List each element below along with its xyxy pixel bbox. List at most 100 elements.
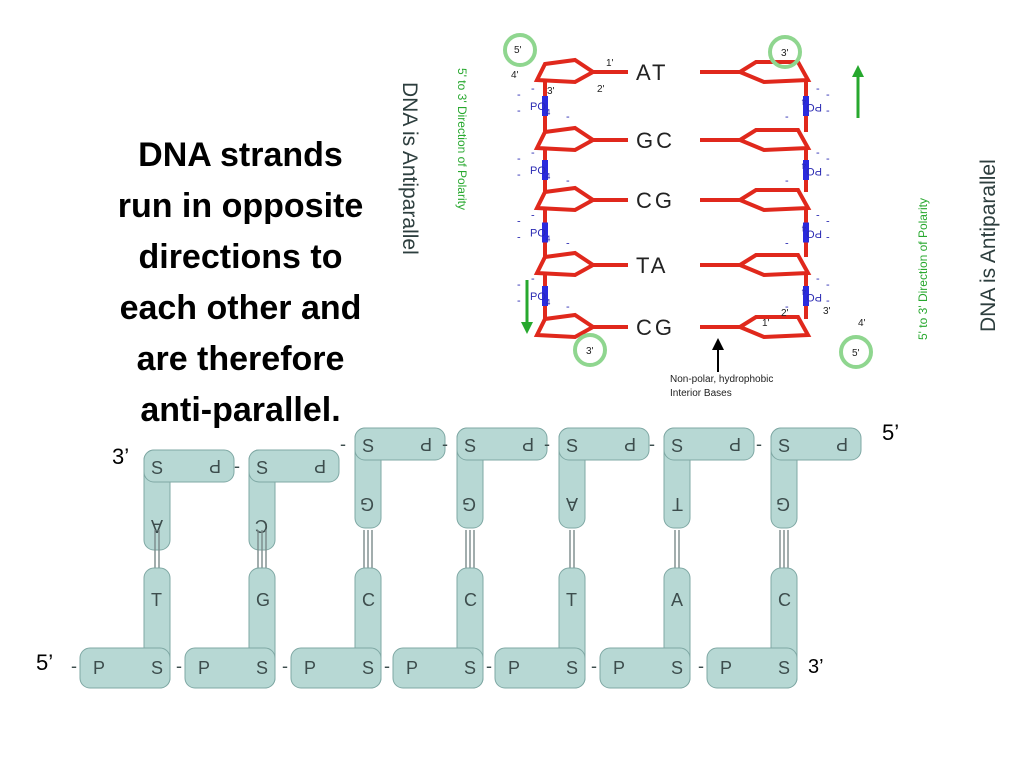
bottom-backbone-block [79,647,171,689]
left-charge-sign: - [517,105,521,117]
top-sugar-label: S [151,458,163,478]
top-base-label: T [672,494,683,514]
left-antiparallel-title: DNA is Antiparallel [398,82,421,255]
bottom-link-dash: - [698,656,704,676]
bottom-phosphate-label: P [93,658,105,678]
top-phosphate-label: P [209,456,221,476]
top-sugar-label: S [256,458,268,478]
right-phosphate-bond [803,160,809,180]
carbon-prime-label: 2' [781,308,789,319]
bottom-base-label: T [566,590,577,610]
left-charge-sign: - [566,175,570,187]
bottom-sugar-label: S [566,658,578,678]
right-charge-sign: - [785,238,789,250]
right-sugar-ring [735,188,812,213]
carbon-prime-label: 4' [858,318,866,329]
left-sugar-ring [533,125,597,153]
bottom-base-label: C [464,590,477,610]
right-phosphate-label: PO4 [801,224,822,240]
bottom-link-dash: - [384,656,390,676]
top-phosphate-label: P [522,434,534,454]
left-charge-sign: - [517,169,521,181]
top-phosphate-label: P [836,434,848,454]
bottom-phosphate-label: P [198,658,210,678]
right-phosphate-subscript: 4 [801,162,806,171]
top-backbone-block [354,427,446,461]
left-phosphate-bond [542,222,548,243]
right-charge-sign: - [785,301,789,313]
carbon-prime-label: 3' [586,346,594,357]
right-sugar-ring [735,315,812,340]
left-phosphate-label: PO4 [530,101,551,117]
right-charge-sign: - [826,279,830,291]
right-sugar-ring [735,60,812,85]
top-base-label: G [462,494,476,514]
headline-line: anti-parallel. [140,391,341,429]
bottom-sugar-label: S [151,658,163,678]
carbon-prime-label: 3' [823,306,831,317]
bottom-base-label: C [778,590,791,610]
left-charge-sign: - [517,216,521,228]
left-phosphate-bond [542,160,548,180]
right-phosphate-subscript: 4 [801,288,806,297]
right-sugar-ring [735,253,812,278]
base-pair-label: CG [636,315,675,340]
right-charge-sign: - [826,169,830,181]
left-sugar-ring [533,250,597,278]
top-backbone-block [558,427,650,461]
top-backbone-block [770,427,862,461]
note-line-2: Interior Bases [670,388,732,399]
bottom-backbone-block [494,647,586,689]
top-base-label: A [566,494,578,514]
left-charge-sign: - [517,153,521,165]
top-sugar-label: S [778,436,790,456]
bottom-backbone-block [706,647,798,689]
carbon-prime-label: 3' [547,86,555,97]
left-polarity-label: 5' to 3' Direction of Polarity [455,68,469,210]
left-phosphate-label: PO4 [530,291,551,307]
right-phosphate-subscript: 4 [801,98,806,107]
bottom-sugar-label: S [671,658,683,678]
top-backbone-block [663,427,755,461]
left-phosphate-label: PO4 [530,228,551,244]
carbon-prime-label: 1' [762,318,770,329]
bottom-link-dash: - [486,656,492,676]
right-phosphate-subscript: 4 [801,224,806,233]
top-link-dash: - [442,434,448,454]
left-charge-sign: - [531,273,535,285]
top-strand-right-label: 5’ [882,420,900,445]
bottom-phosphate-label: P [406,658,418,678]
top-base-label: G [360,494,374,514]
right-charge-sign: - [826,105,830,117]
right-charge-sign: - [826,232,830,244]
top-base-label: A [151,516,163,536]
carbon-prime-label: 1' [606,58,614,69]
bottom-link-dash: - [71,656,77,676]
right-charge-sign: - [816,147,820,159]
left-phosphate-bond [542,96,548,116]
headline-line: are therefore [136,340,345,378]
bottom-backbone-block [392,647,484,689]
top-sugar-label: S [566,436,578,456]
bottom-link-dash: - [176,656,182,676]
top-phosphate-label: P [420,434,432,454]
right-charge-sign: - [826,153,830,165]
top-link-dash: - [544,434,550,454]
right-polarity-arrow [852,65,864,118]
headline: DNA strands run in opposite directions t… [88,130,393,436]
left-phosphate-subscript: 4 [546,298,551,307]
left-charge-sign: - [566,238,570,250]
bottom-phosphate-label: P [613,658,625,678]
left-phosphate-bond [542,286,548,306]
bottom-link-dash: - [591,656,597,676]
left-phosphate-subscript: 4 [546,108,551,117]
carbon-prime-label: 3' [781,48,789,59]
top-base-label: G [776,494,790,514]
interior-bases-pointer [712,338,724,372]
bottom-base-label: T [151,590,162,610]
base-pair-label: TA [636,253,668,278]
right-antiparallel-title: DNA is Antiparallel [977,159,1000,332]
strand-end-marker [573,333,607,367]
bottom-strand-left-label: 5’ [36,650,54,675]
